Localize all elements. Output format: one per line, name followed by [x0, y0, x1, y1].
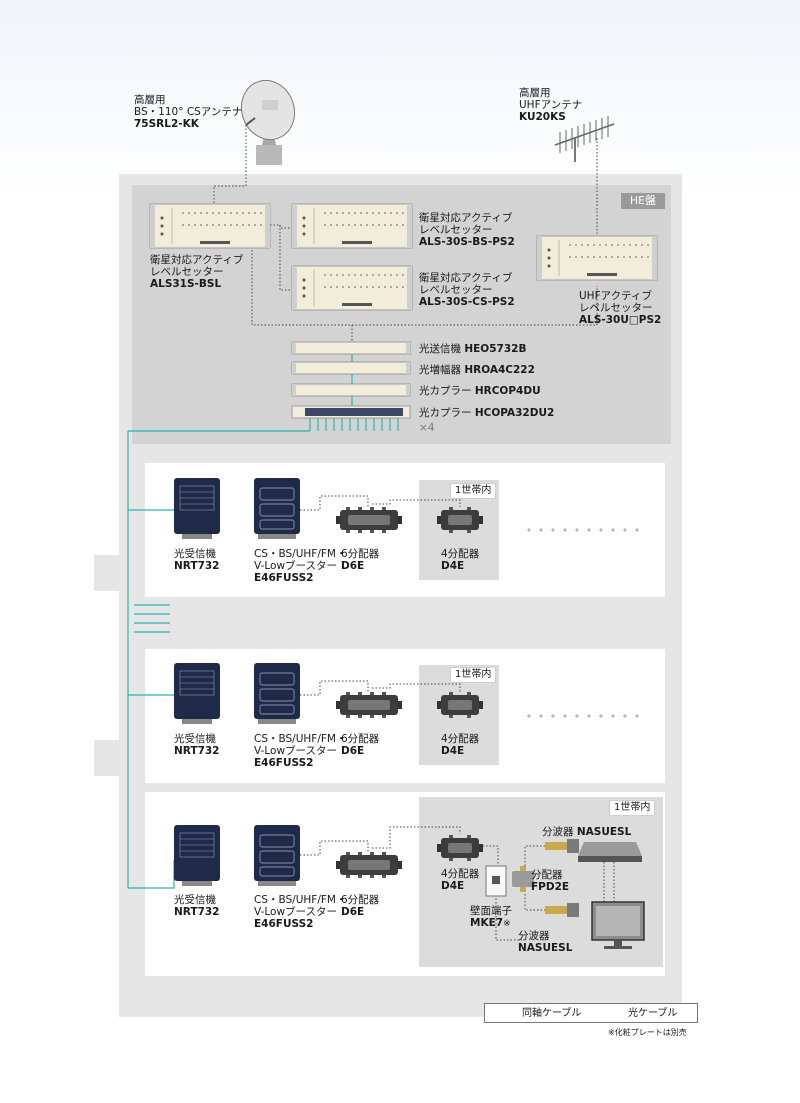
label-uhf-antenna: 高層用 UHFアンテナ KU20KS: [519, 87, 583, 123]
label-als30s-bs: 衛星対応アクティブ レベルセッター ALS-30S-BS-PS2: [419, 212, 515, 248]
mke7-wall-outlet: [485, 865, 507, 897]
he-panel-badge: HE盤: [621, 193, 665, 209]
label-als30u: UHFアクティブ レベルセッター ALS-30U□PS2: [579, 290, 662, 326]
building-side-left-2: [94, 740, 119, 776]
nrt732-device-f3: [173, 824, 221, 887]
label-hrcop4du: 光カプラー HRCOP4DU: [419, 385, 541, 397]
legend-footnote: ※化粧プレートは別売: [608, 1028, 687, 1037]
e46fuss2-device-f2: [253, 662, 301, 725]
tuner-box: [578, 842, 642, 862]
heo5732b-device: [291, 341, 411, 355]
d6e-device-f3: [336, 852, 402, 878]
label-hroa4c222: 光増幅器 HROA4C222: [419, 364, 535, 376]
hroa4c222-device: [291, 361, 411, 375]
legend-box: [484, 1003, 698, 1023]
household-tag-3: 1世帯内: [609, 800, 656, 816]
nasuesl-splitter-bottom: [545, 903, 579, 917]
nasuesl-splitter-top: [545, 839, 579, 853]
uhf-yagi-antenna: [554, 116, 615, 162]
d6e-device-f1: [336, 507, 402, 533]
bs-cs-dish-antenna: [241, 79, 295, 165]
label-als30s-cs: 衛星対応アクティブ レベルセッター ALS-30S-CS-PS2: [419, 272, 515, 308]
label-hcopa32du2: 光カプラー HCOPA32DU2: [419, 407, 555, 419]
fiber-cables: [127, 342, 399, 889]
nrt732-device-f2: [173, 662, 221, 725]
label-bs-cs-antenna: 高層用 BS・110° CSアンテナ 75SRL2-KK: [134, 94, 243, 130]
hrcop4du-device: [291, 383, 411, 397]
household-tag-1: 1世帯内: [450, 483, 497, 499]
als30s-bs-device: [291, 203, 413, 249]
building-side-left-1: [94, 555, 119, 591]
television: [591, 901, 645, 949]
als30u-device: [536, 235, 658, 281]
label-nasuesl-top: 分波器 NASUESL: [542, 826, 632, 838]
d4e-device-f2: [437, 692, 483, 718]
legend-fiber-label: 光ケーブル: [628, 1008, 678, 1019]
label-heo5732b: 光送信機 HEO5732B: [419, 343, 527, 355]
als30s-cs-device: [291, 265, 413, 311]
fpd2e-splitter: [512, 866, 534, 892]
d6e-device-f2: [336, 692, 402, 718]
nrt732-device-f1: [173, 477, 221, 540]
d4e-device-f1: [437, 507, 483, 533]
als31s-bsl-device: [149, 203, 271, 249]
household-tag-2: 1世帯内: [450, 667, 497, 683]
label-hcopa32du2-qty: ×4: [419, 422, 435, 434]
hcopa32du2-device: [291, 405, 411, 419]
d4e-device-f3: [437, 835, 483, 861]
e46fuss2-device-f1: [253, 477, 301, 540]
continuation-dots: [527, 528, 639, 718]
e46fuss2-device-f3: [253, 824, 301, 887]
legend-coax-label: 同軸ケーブル: [522, 1008, 582, 1019]
label-als31s-bsl: 衛星対応アクティブ レベルセッター ALS31S-BSL: [150, 254, 244, 290]
